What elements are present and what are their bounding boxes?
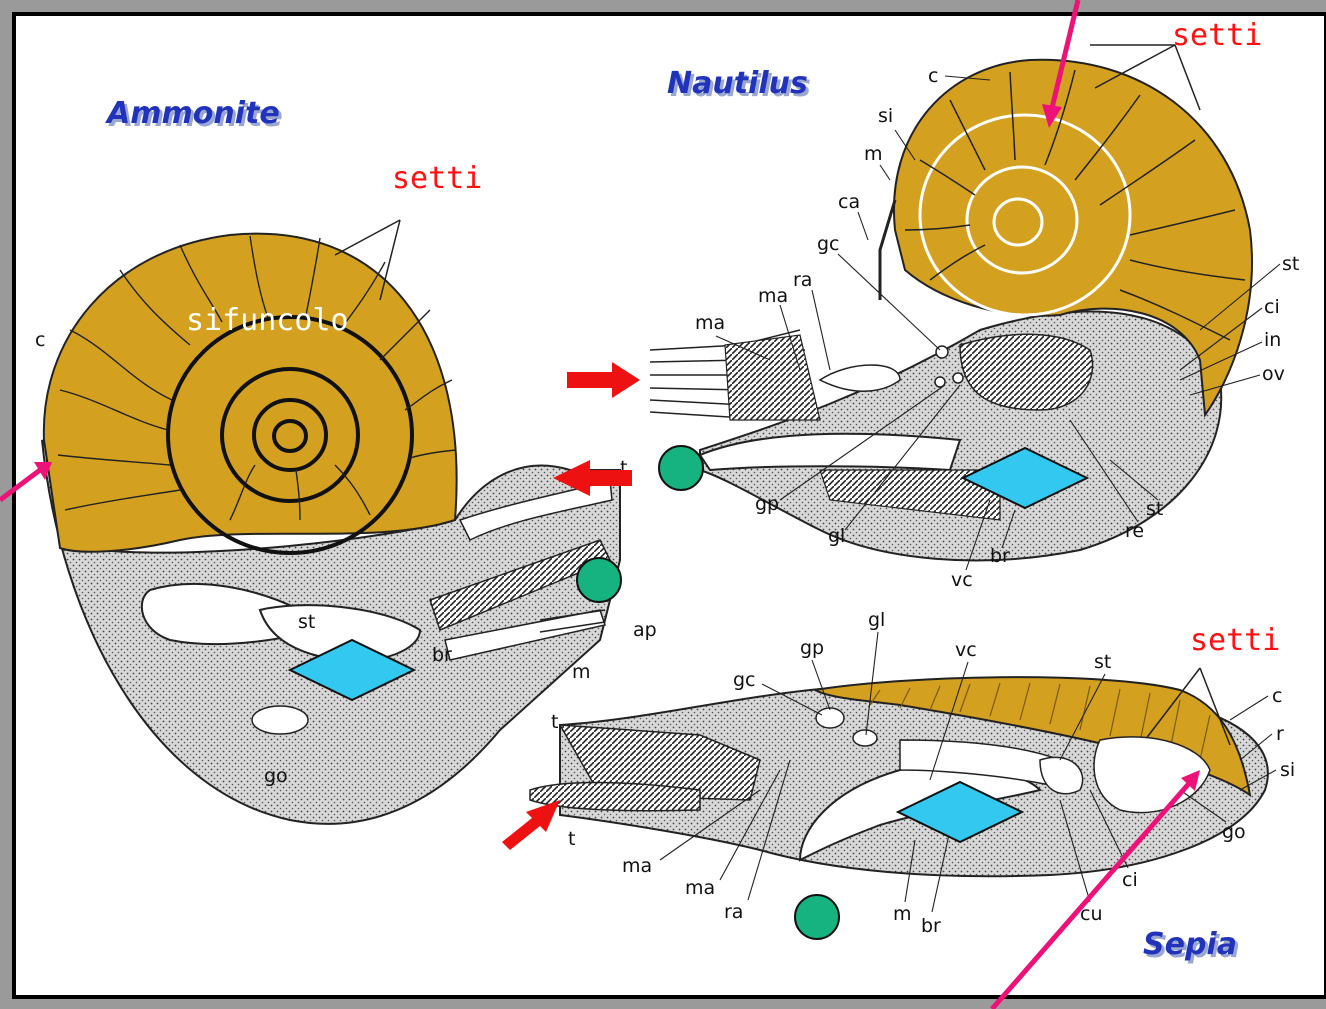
label-gl: gl [828,525,845,547]
label-st: st [1282,253,1299,275]
label-si: si [878,105,893,127]
label-gc: gc [733,669,756,691]
label-ap: ap [633,619,657,641]
label-go: go [264,765,288,787]
setti-label-nautilus: setti [1172,18,1262,53]
label-vc: vc [955,639,977,661]
label-gp: gp [755,493,779,515]
label-ma: ma [758,285,788,307]
label-br: br [990,545,1010,567]
green-dot-nautilus-funnel [659,446,703,490]
label-t: t [568,828,575,850]
label-st: st [1094,651,1111,673]
ammonite-gonad [252,706,308,734]
label-vc: vc [951,569,973,591]
label-ci: ci [1264,296,1280,318]
label-gl: gl [868,609,885,631]
label-ma: ma [695,312,725,334]
label-m: m [864,143,883,165]
label-si: si [1280,759,1295,781]
label-c: c [35,329,45,351]
label-ma: ma [622,855,652,877]
label-gp: gp [800,637,824,659]
label-go: go [1222,821,1246,843]
label-ma: ma [685,877,715,899]
label-br: br [432,644,452,666]
title-sepia: Sepia [1143,927,1237,962]
label-st: st [1146,498,1163,520]
label-st: st [298,611,315,633]
title-ammonite: Ammonite [105,96,280,131]
sifuncolo-label: sifuncolo [186,303,349,338]
label-m: m [893,903,912,925]
label-re: re [1125,520,1144,542]
title-nautilus: Nautilus [667,66,808,101]
label-ov: ov [1262,363,1285,385]
green-dot-ammonite-funnel [577,558,621,602]
label-br: br [921,915,941,937]
label-ca: ca [838,191,860,213]
label-m: m [572,661,591,683]
label-c: c [1272,685,1282,707]
label-in: in [1264,329,1281,351]
label-ra: ra [724,901,743,923]
label-r: r [1276,723,1284,745]
label-ci: ci [1122,869,1138,891]
label-t: t [551,711,558,733]
label-gc: gc [817,233,840,255]
green-dot-sepia-funnel [795,895,839,939]
setti-label-ammonite: setti [392,161,482,196]
sepia-ganglion [816,708,844,728]
label-c: c [928,65,938,87]
label-ra: ra [793,269,812,291]
setti-label-sepia: setti [1190,623,1280,658]
